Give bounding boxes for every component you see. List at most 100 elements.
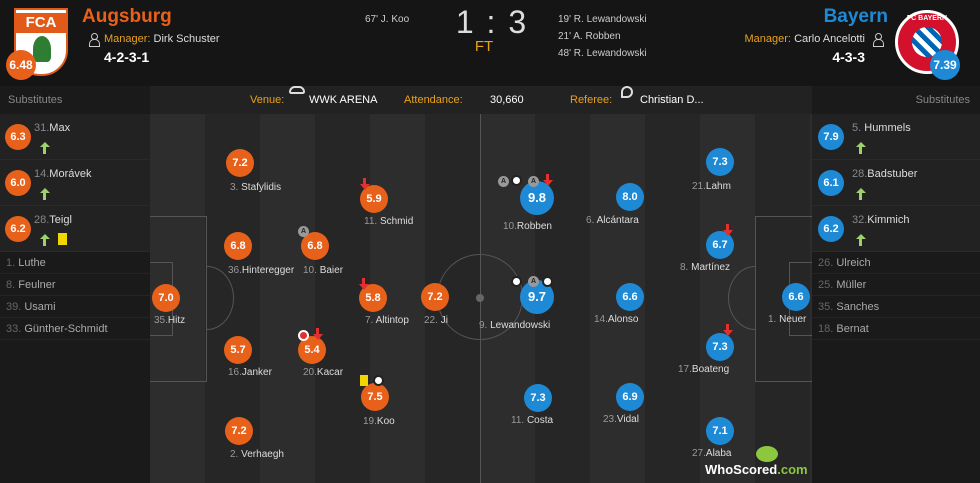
sub-rating: 6.2 xyxy=(5,216,31,242)
bench-player-name: Luthe xyxy=(18,257,46,269)
bench-number: 18. xyxy=(818,323,834,335)
player-number: 16. xyxy=(228,367,242,378)
player-name: 16.Janker xyxy=(228,367,272,378)
attendance-value: 30,660 xyxy=(490,94,524,106)
player-rating: 5.9 xyxy=(360,185,388,213)
player-name: 3. Stafylidis xyxy=(230,182,281,193)
penalty-box-right xyxy=(755,216,812,382)
sub-player-row[interactable]: 6.2 28.Teigl xyxy=(0,206,150,252)
whoscored-logo[interactable]: WhoScored.com xyxy=(705,462,808,477)
away-crest-logo[interactable]: FC BAYERN xyxy=(895,10,959,74)
player-number: 2. xyxy=(230,449,239,460)
player-label: Alonso xyxy=(607,314,639,325)
player-rating: 6.9 xyxy=(616,383,644,411)
sub-player-row[interactable]: 6.2 32.Kimmich xyxy=(812,206,980,252)
away-manager: Manager: Carlo Ancelotti xyxy=(745,33,865,45)
bench-player-row[interactable]: 1. Luthe xyxy=(0,252,150,274)
venue-value[interactable]: WWK ARENA xyxy=(309,94,378,106)
referee-value[interactable]: Christian D... xyxy=(640,94,704,106)
player-number: 7. xyxy=(365,315,374,326)
bench-player-row[interactable]: 35. Sanches xyxy=(812,296,980,318)
venue-label: Venue: xyxy=(250,94,285,106)
player-number: 23. xyxy=(603,414,617,425)
logo-suffix: .com xyxy=(777,462,808,477)
bench-player-row[interactable]: 8. Feulner xyxy=(0,274,150,296)
bench-player-name: Ulreich xyxy=(836,257,871,269)
player-name: 1. Neuer xyxy=(768,314,806,325)
player-label: Schmid xyxy=(379,216,414,227)
sub-player-name: Max xyxy=(49,122,71,134)
player-number: 8. xyxy=(680,262,689,273)
player-name: 27.Alaba xyxy=(692,448,731,459)
bench-number: 39. xyxy=(6,301,22,313)
bench-player-name: Müller xyxy=(836,279,867,291)
assist-icon: A xyxy=(528,176,539,187)
sub-player-name: Teigl xyxy=(49,214,72,226)
assist-icon: A xyxy=(528,276,539,287)
player-label: Robben xyxy=(516,221,552,232)
player-rating: 7.5 xyxy=(361,383,389,411)
bench-number: 1. xyxy=(6,257,16,269)
bench-player-name: Günther-Schmidt xyxy=(24,323,108,335)
sub-player-name: Morávek xyxy=(49,168,92,180)
player-number: 35. xyxy=(154,315,168,326)
player-rating: 6.8 xyxy=(224,232,252,260)
sub-number: 28. xyxy=(34,214,50,226)
sub-number: 32. xyxy=(852,214,868,226)
bench-player-row[interactable]: 39. Usami xyxy=(0,296,150,318)
player-number: 11. xyxy=(511,415,525,426)
sub-player-row[interactable]: 6.1 28.Badstuber xyxy=(812,160,980,206)
home-manager: Manager: Dirk Schuster xyxy=(104,33,220,45)
player-rating: 6.8 xyxy=(301,232,329,260)
sub-player-row[interactable]: 6.0 14.Morávek xyxy=(0,160,150,206)
away-team-name[interactable]: Bayern xyxy=(823,6,888,27)
sub-player-row[interactable]: 6.3 31.Max xyxy=(0,114,150,160)
player-label: Neuer xyxy=(779,314,807,325)
player-rating: 7.2 xyxy=(226,149,254,177)
player-name: 7. Altintop xyxy=(365,315,409,326)
player-name: 36.Hinteregger xyxy=(228,265,294,276)
player-label: Vidal xyxy=(616,414,639,425)
away-team-rating: 7.39 xyxy=(930,50,960,80)
player-number: 36. xyxy=(228,265,242,276)
bench-player-row[interactable]: 26. Ulreich xyxy=(812,252,980,274)
player-rating: 6.6 xyxy=(782,283,810,311)
sub-name: 5. Hummels xyxy=(852,122,911,134)
bench-player-row[interactable]: 33. Günther-Schmidt xyxy=(0,318,150,340)
bench-player-row[interactable]: 25. Müller xyxy=(812,274,980,296)
ball-icon xyxy=(511,175,522,186)
player-rating: 5.8 xyxy=(359,284,387,312)
player-label: Boateng xyxy=(691,364,730,375)
sub-player-row[interactable]: 7.9 5. Hummels xyxy=(812,114,980,160)
sub-name: 28.Badstuber xyxy=(852,168,917,180)
away-manager-name[interactable]: Carlo Ancelotti xyxy=(794,33,865,45)
sub-name: 31.Max xyxy=(34,122,70,134)
player-number: 20. xyxy=(303,367,317,378)
home-manager-name[interactable]: Dirk Schuster xyxy=(153,33,220,45)
home-substitutes-header: Substitutes xyxy=(0,86,150,114)
home-team-name[interactable]: Augsburg xyxy=(82,6,172,27)
player-label: Ji xyxy=(440,315,448,326)
penalty-box-left xyxy=(150,216,207,382)
error-icon xyxy=(298,330,309,341)
player-label: Koo xyxy=(376,416,395,427)
player-rating: 9.8 xyxy=(520,181,554,215)
sub-out-icon xyxy=(313,328,323,340)
bench-player-row[interactable]: 18. Bernat xyxy=(812,318,980,340)
player-label: Hinteregger xyxy=(241,265,295,276)
player-name: 22. Ji xyxy=(424,315,448,326)
away-substitutes-header: Substitutes xyxy=(812,86,980,114)
player-number: 21. xyxy=(692,181,706,192)
player-number: 27. xyxy=(692,448,706,459)
sub-in-icon xyxy=(856,188,866,200)
sub-rating: 6.0 xyxy=(5,170,31,196)
sub-name: 14.Morávek xyxy=(34,168,91,180)
player-label: Verhaegh xyxy=(241,449,284,460)
sub-name: 28.Teigl xyxy=(34,214,72,226)
sub-rating: 6.2 xyxy=(818,216,844,242)
sub-number: 28. xyxy=(852,168,868,180)
manager-icon xyxy=(872,33,884,47)
player-label: Hitz xyxy=(167,315,186,326)
player-label: Martínez xyxy=(691,262,731,273)
player-label: Baier xyxy=(319,265,344,276)
